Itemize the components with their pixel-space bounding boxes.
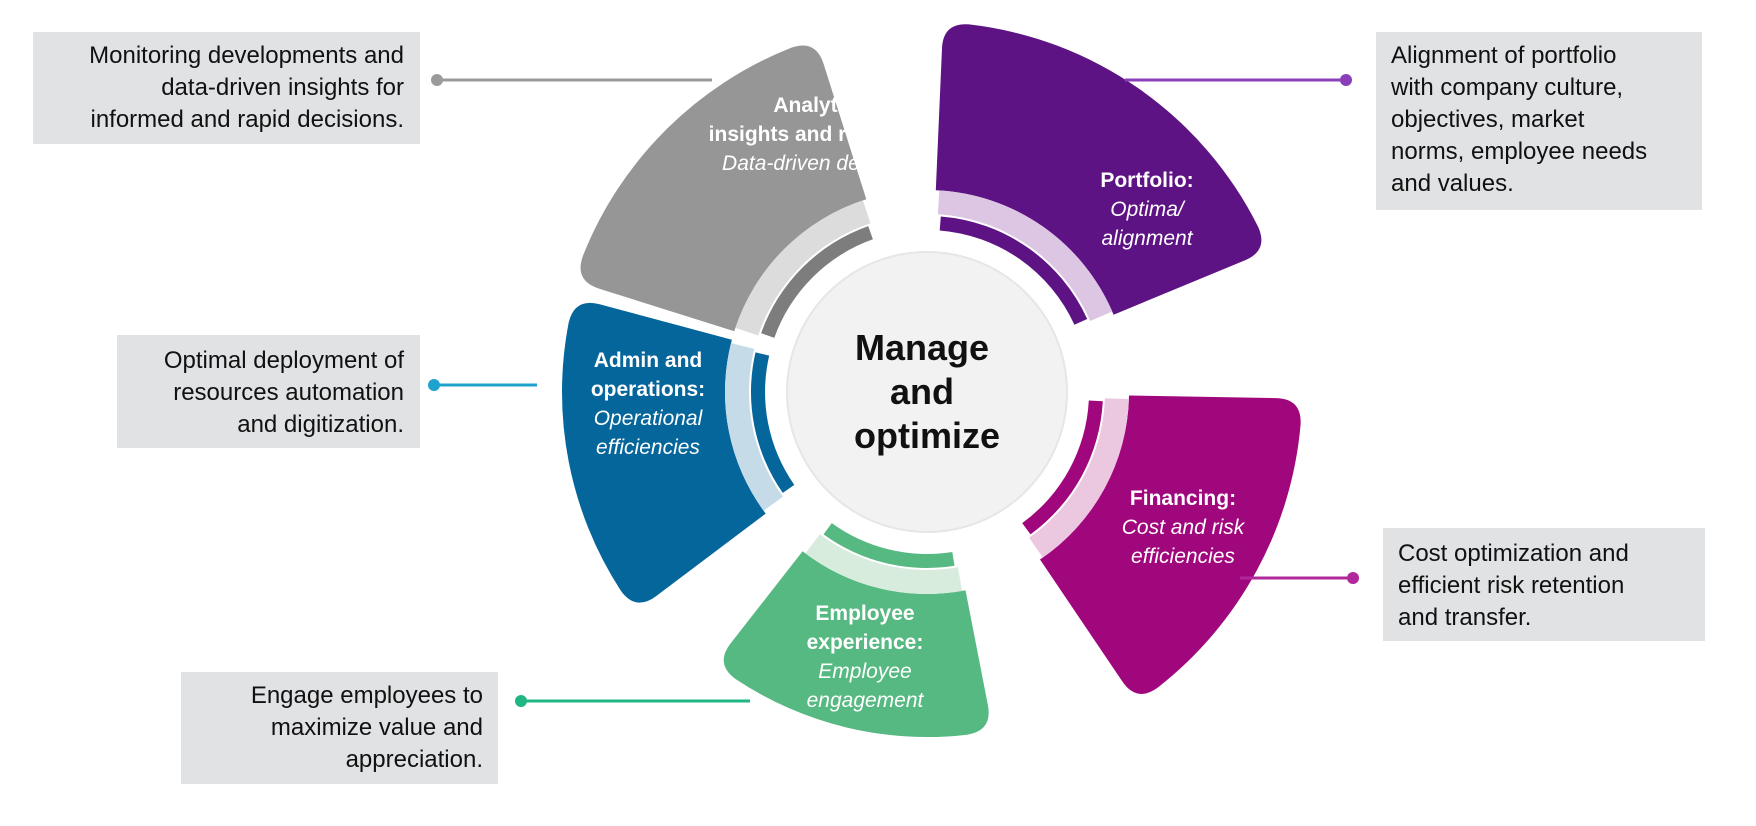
segment-analytics: Analytics, insights and reporting: Data-dr… — [580, 45, 938, 338]
connector-financing-dot — [1347, 572, 1359, 584]
connector-financing — [1240, 572, 1359, 584]
callout-analytics-line-3: informed and rapid decisions. — [90, 106, 404, 133]
callout-employee: Engage employees to maximize value and a… — [181, 672, 498, 784]
connector-analytics-dot — [431, 74, 443, 86]
segment-employee-title-line-1: Employee — [815, 602, 914, 625]
connector-admin-dot — [428, 379, 440, 391]
segment-analytics-subtitle-line-1: Data-driven decisions — [722, 152, 924, 175]
segment-portfolio-label: Portfolio: Optima/alignment — [1100, 169, 1193, 250]
connector-admin — [428, 379, 537, 391]
segment-portfolio-subtitle-line-2: alignment — [1101, 227, 1193, 250]
center-title-line-2: and — [890, 371, 954, 412]
segment-admin-body — [561, 302, 766, 603]
connector-analytics — [431, 74, 712, 86]
callout-admin-line-3: and digitization. — [237, 411, 404, 438]
callout-analytics: Monitoring developments and data-driven … — [33, 32, 420, 144]
center-title: Manage and optimize — [854, 327, 1000, 456]
segment-analytics-ring-light — [735, 200, 871, 336]
segment-admin-title-line-2: operations: — [591, 378, 705, 401]
callout-portfolio: Alignment of portfolio with company cult… — [1376, 32, 1702, 210]
segment-analytics-title-line-1: Analytics, — [773, 94, 872, 117]
callout-financing-line-3: and transfer. — [1398, 604, 1532, 631]
segment-employee-body — [723, 551, 989, 738]
segment-portfolio-subtitle-line-1: Optima/ — [1110, 198, 1186, 221]
segment-employee-subtitle-line-1: Employee — [818, 660, 911, 683]
segment-portfolio-body — [935, 24, 1262, 315]
segment-admin-title-line-1: Admin and — [594, 349, 703, 372]
callout-financing-line-2: efficient risk retention — [1398, 572, 1625, 599]
callout-employee-line-3: appreciation. — [345, 746, 483, 773]
segment-analytics-title-line-2: insights and reporting: — [709, 123, 938, 146]
segment-analytics-ring-dark — [761, 226, 873, 338]
callout-analytics-line-2: data-driven insights for — [161, 74, 404, 101]
segment-financing-subtitle-line-1: Cost and risk — [1122, 516, 1246, 539]
segment-admin: Admin and operations: Operational efficienc… — [561, 302, 795, 603]
callout-admin-line-1: Optimal deployment of — [163, 347, 404, 374]
callout-portfolio-line-3: objectives, market — [1391, 106, 1585, 133]
segment-analytics-body — [580, 45, 867, 332]
segment-admin-ring-dark — [750, 352, 795, 493]
center-title-line-3: optimize — [854, 415, 1000, 456]
segment-employee-ring-dark — [823, 523, 955, 568]
segment-admin-subtitle-line-2: efficiencies — [596, 436, 700, 459]
segment-financing-body — [1040, 395, 1301, 694]
segment-admin-subtitle-line-1: Operational — [594, 407, 704, 430]
segment-portfolio: Portfolio: Optima/alignment — [935, 24, 1262, 325]
connector-portfolio — [1125, 74, 1352, 86]
callout-portfolio-line-2: with company culture, — [1391, 74, 1624, 101]
segment-employee: Employee experience: Employee engagement — [723, 523, 989, 738]
callout-portfolio-line-1: Alignment of portfolio — [1391, 42, 1617, 69]
segment-portfolio-ring-dark — [939, 216, 1088, 325]
callout-analytics-line-1: Monitoring developments and — [89, 42, 404, 69]
segment-admin-label: Admin and operations: Operational efficienc… — [591, 349, 705, 459]
segment-financing-label: Financing: Cost and risk efficiencies — [1122, 487, 1246, 568]
segment-portfolio-title-line-1: Portfolio: — [1100, 169, 1193, 192]
segment-financing-ring-light — [1029, 398, 1129, 558]
center-title-line-1: Manage — [855, 327, 989, 368]
connector-employee-dot — [515, 695, 527, 707]
callout-portfolio-line-4: norms, employee needs — [1391, 138, 1648, 165]
segment-admin-ring-light — [725, 343, 783, 511]
center-circle — [786, 251, 1068, 533]
callout-admin: Optimal deployment of resources automati… — [117, 335, 420, 448]
connector-employee — [515, 695, 750, 707]
segment-financing-subtitle-line-2: efficiencies — [1131, 545, 1235, 568]
segment-employee-subtitle-line-2: engagement — [807, 689, 925, 712]
segment-employee-label: Employee experience: Employee engagement — [807, 602, 925, 712]
segment-analytics-label: Analytics, insights and reporting: Data-dr… — [709, 94, 938, 175]
callout-employee-line-2: maximize value and — [270, 714, 483, 741]
segment-employee-ring-light — [805, 534, 963, 594]
callout-portfolio-line-5: and values. — [1391, 170, 1514, 197]
callout-employee-line-1: Engage employees to — [250, 682, 483, 709]
segment-portfolio-ring-light — [937, 190, 1113, 321]
segment-financing: Financing: Cost and risk efficiencies — [1022, 395, 1301, 694]
callout-admin-line-2: resources automation — [173, 379, 404, 406]
connector-portfolio-dot — [1340, 74, 1352, 86]
callout-financing: Cost optimization and efficient risk ret… — [1383, 528, 1705, 641]
callout-financing-line-1: Cost optimization and — [1398, 540, 1629, 567]
segment-financing-title-line-1: Financing: — [1130, 487, 1236, 510]
segment-financing-ring-dark — [1022, 400, 1103, 535]
segment-employee-title-line-2: experience: — [807, 631, 924, 654]
